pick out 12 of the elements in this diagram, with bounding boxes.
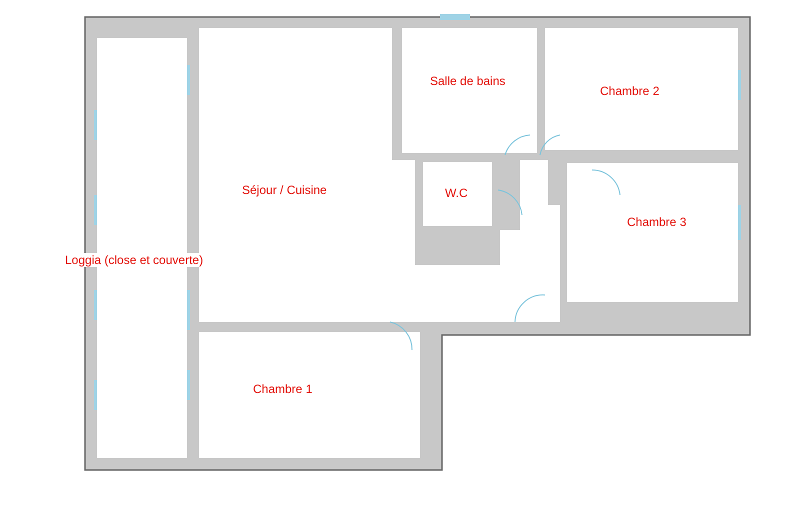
room-label: Chambre 3 xyxy=(627,215,686,229)
room-label: Chambre 1 xyxy=(253,382,312,396)
room-label: Loggia (close et couverte) xyxy=(65,253,204,267)
room-label: W.C xyxy=(445,186,468,200)
room xyxy=(199,332,420,458)
room xyxy=(545,28,738,150)
room-label: Séjour / Cuisine xyxy=(242,183,327,197)
room xyxy=(402,28,537,153)
room xyxy=(567,163,738,302)
room-label: Chambre 2 xyxy=(600,84,660,98)
room-label: Salle de bains xyxy=(430,74,506,88)
room xyxy=(423,162,492,226)
